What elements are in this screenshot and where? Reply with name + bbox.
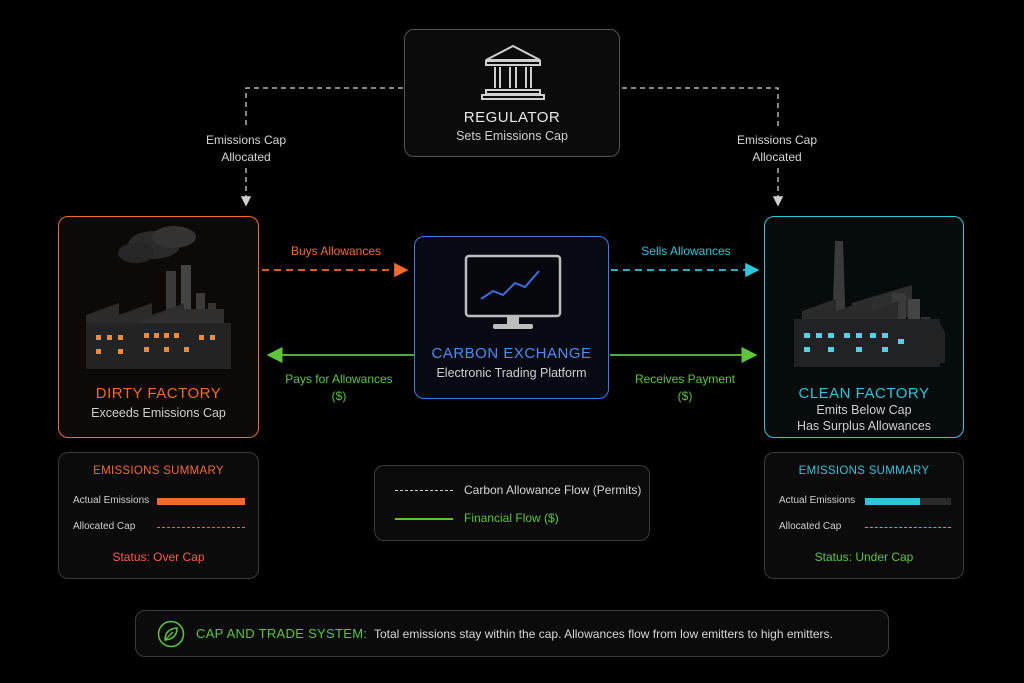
left-actual-bar-track <box>157 498 245 505</box>
carbon-exchange-box: CARBON EXCHANGE Electronic Trading Platf… <box>414 236 609 399</box>
clean-factory-subtitle-1: Emits Below Cap <box>816 403 912 417</box>
bank-icon <box>481 44 545 100</box>
right-cap-label-row: Allocated Cap <box>779 521 842 532</box>
right-status: Status: Under Cap <box>814 550 914 564</box>
regulator-subtitle: Sets Emissions Cap <box>456 129 568 143</box>
dirty-factory-title: DIRTY FACTORY <box>95 385 222 402</box>
right-actual-bar-track <box>865 498 951 505</box>
permits-legend-line <box>395 490 453 491</box>
monitor-chart-icon <box>464 254 562 329</box>
footer-banner: CAP AND TRADE SYSTEM: Total emissions st… <box>135 610 889 657</box>
right-cap-line1: Emissions Cap <box>736 133 818 147</box>
dirty-factory-subtitle: Exceeds Emissions Cap <box>91 406 226 420</box>
left-status: Status: Over Cap <box>112 550 205 564</box>
left-cap-line1: Emissions Cap <box>205 133 287 147</box>
right-actual-label: Actual Emissions <box>779 495 856 506</box>
financial-legend-line <box>395 518 453 520</box>
right-cap-dashed-line <box>865 527 951 528</box>
receives-label-line2: ($) <box>677 389 693 403</box>
clean-factory-box: CLEAN FACTORY Emits Below Cap Has Surplu… <box>764 216 964 438</box>
left-actual-label: Actual Emissions <box>73 495 150 506</box>
left-emissions-summary: EMISSIONS SUMMARY Actual Emissions Alloc… <box>58 452 259 579</box>
leaf-icon <box>157 620 185 648</box>
left-summary-title: EMISSIONS SUMMARY <box>93 465 224 477</box>
regulator-box: REGULATOR Sets Emissions Cap <box>404 29 620 157</box>
left-actual-bar-fill <box>157 498 245 505</box>
exchange-subtitle: Electronic Trading Platform <box>436 366 587 380</box>
right-cap-line2: Allocated <box>752 150 802 164</box>
clean-factory-subtitle-2: Has Surplus Allowances <box>796 419 932 433</box>
pays-label: Pays for Allowances ($) <box>274 371 404 405</box>
receives-label: Receives Payment ($) <box>620 371 750 405</box>
financial-legend-label: Financial Flow ($) <box>464 511 559 525</box>
clean-factory-title: CLEAN FACTORY <box>798 385 930 402</box>
left-cap-label: Emissions Cap Allocated <box>186 132 306 166</box>
footer-text: Total emissions stay within the cap. All… <box>374 627 833 641</box>
right-emissions-summary: EMISSIONS SUMMARY Actual Emissions Alloc… <box>764 452 964 579</box>
pays-label-line1: Pays for Allowances <box>285 372 393 386</box>
left-cap-label-row: Allocated Cap <box>73 521 136 532</box>
buys-label: Buys Allowances <box>290 244 382 258</box>
legend-box: Carbon Allowance Flow (Permits) Financia… <box>374 465 650 541</box>
dirty-factory-box: DIRTY FACTORY Exceeds Emissions Cap <box>58 216 259 438</box>
left-cap-line2: Allocated <box>221 150 271 164</box>
pays-label-line2: ($) <box>331 389 347 403</box>
cap-line-right <box>622 87 779 128</box>
sells-label: Sells Allowances <box>641 244 731 258</box>
cap-line-left <box>245 87 403 128</box>
right-summary-title: EMISSIONS SUMMARY <box>798 465 930 477</box>
right-actual-bar-fill <box>865 498 921 505</box>
regulator-title: REGULATOR <box>463 109 561 126</box>
permits-legend-label: Carbon Allowance Flow (Permits) <box>464 483 642 497</box>
exchange-title: CARBON EXCHANGE <box>431 345 592 362</box>
footer-heading: CAP AND TRADE SYSTEM: <box>196 626 368 641</box>
left-cap-dashed-line <box>157 527 245 528</box>
right-cap-label: Emissions Cap Allocated <box>717 132 837 166</box>
receives-label-line1: Receives Payment <box>634 372 736 386</box>
clean-factory-icon <box>794 241 945 367</box>
polluting-factory-icon <box>86 226 231 369</box>
